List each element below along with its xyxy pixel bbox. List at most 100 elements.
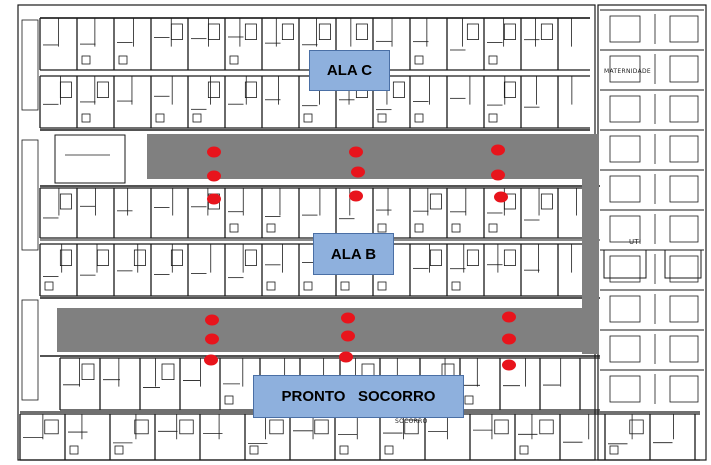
marker-dot <box>351 166 365 178</box>
wall-rect <box>339 445 349 455</box>
marker-dot <box>207 146 221 158</box>
marker-dot <box>341 312 355 324</box>
wall-rect <box>44 419 59 435</box>
wall-rect <box>488 223 498 233</box>
wall-rect <box>669 55 699 83</box>
wall-rect <box>355 23 368 41</box>
wall-rect <box>451 281 461 291</box>
wall-rect <box>81 55 91 65</box>
label-uti: UTI <box>629 238 642 246</box>
label-maternidade: MATERNIDADE <box>604 68 652 75</box>
wall-rect <box>669 175 699 203</box>
wall-rect <box>44 281 54 291</box>
marker-dot <box>491 144 505 156</box>
wall-rect <box>229 55 239 65</box>
wall-rect <box>266 281 276 291</box>
wall-rect <box>377 223 387 233</box>
marker-dot <box>341 330 355 342</box>
wall-rect <box>609 55 641 83</box>
wall-rect <box>266 223 276 233</box>
wall-rect <box>609 175 641 203</box>
wall-rect <box>114 445 124 455</box>
wall-rect <box>609 335 641 363</box>
wall-rect <box>377 113 387 123</box>
wall-rect <box>192 113 202 123</box>
wall-rect <box>429 249 442 267</box>
wall-rect <box>609 95 641 123</box>
wall-rect <box>244 81 257 99</box>
marker-dot <box>339 351 353 363</box>
wall-rect <box>207 81 220 99</box>
wall-rect <box>133 249 146 267</box>
wall-rect <box>488 55 498 65</box>
wall-rect <box>609 215 641 243</box>
wall-rect <box>392 81 405 99</box>
wall-rect <box>224 395 234 405</box>
wall-rect <box>669 255 699 283</box>
marker-dot <box>502 359 516 371</box>
wall-rect <box>609 255 641 283</box>
wall-rect <box>340 281 350 291</box>
wall-rect <box>244 249 257 267</box>
wall-rect <box>21 139 39 251</box>
wall-rect <box>21 19 39 111</box>
wall-rect <box>244 23 257 41</box>
wall-rect <box>664 249 702 279</box>
wall-rect <box>503 81 516 99</box>
wing-label-ala-b: ALA B <box>313 233 394 275</box>
wall-rect <box>429 193 442 210</box>
wall-rect <box>466 23 479 41</box>
wall-rect <box>21 299 39 401</box>
marker-dot <box>349 146 363 158</box>
wall-rect <box>629 419 644 435</box>
wall-rect <box>451 223 461 233</box>
wall-rect <box>134 419 149 435</box>
wall-rect <box>609 375 641 403</box>
marker-dot <box>502 311 516 323</box>
wall-rect <box>179 419 194 435</box>
wall-rect <box>170 23 183 41</box>
markers <box>204 144 516 371</box>
corridor-lower <box>57 308 599 352</box>
wall-rect <box>488 113 498 123</box>
wing-label-ala-c: ALA C <box>309 50 390 91</box>
wall-rect <box>503 249 516 267</box>
wall-rect <box>303 113 313 123</box>
marker-dot <box>491 169 505 181</box>
wall-rect <box>384 445 394 455</box>
marker-dot <box>207 193 221 205</box>
wall-rect <box>669 135 699 163</box>
wall-rect <box>81 113 91 123</box>
wall-rect <box>118 55 128 65</box>
wall-rect <box>377 281 387 291</box>
wall-rect <box>207 23 220 41</box>
wall-rect <box>81 363 95 381</box>
wall-rect <box>494 419 509 435</box>
wall-rect <box>249 445 259 455</box>
wall-rect <box>464 395 474 405</box>
wall-rect <box>540 23 553 41</box>
wall-rect <box>609 295 641 323</box>
wing-label-pronto-socorro: PRONTO SOCORRO <box>253 375 464 418</box>
wall-rect <box>155 113 165 123</box>
marker-dot <box>494 191 508 203</box>
wall-rect <box>539 419 554 435</box>
wall-rect <box>59 249 72 267</box>
label-socorro: SOCORRO <box>395 418 428 425</box>
wall-rect <box>229 223 239 233</box>
marker-dot <box>349 190 363 202</box>
marker-dot <box>205 314 219 326</box>
wall-rect <box>603 249 647 279</box>
wall-rect <box>59 81 72 99</box>
marker-dot <box>205 333 219 345</box>
wall-rect <box>503 23 516 41</box>
wall-rect <box>54 134 126 184</box>
wall-rect <box>609 135 641 163</box>
marker-dot <box>207 170 221 182</box>
wall-rect <box>404 419 419 435</box>
wall-rect <box>69 445 79 455</box>
wall-rect <box>59 193 72 210</box>
wall-rect <box>303 281 313 291</box>
corridor-right <box>582 134 599 354</box>
